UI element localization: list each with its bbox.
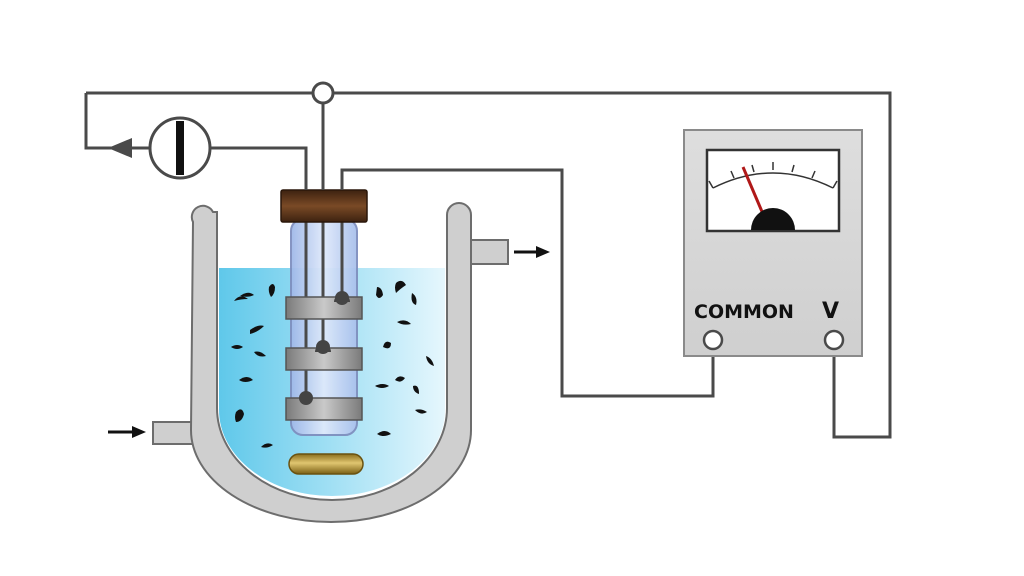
outlet-port — [467, 239, 509, 265]
voltmeter: COMMON V — [683, 129, 863, 357]
electrode-ring-bottom — [285, 397, 363, 421]
suspended-particles — [231, 280, 434, 448]
left-loop-wire — [84, 93, 150, 150]
v-label: V — [822, 299, 839, 324]
contact-bottom — [299, 391, 313, 405]
contact-middle — [316, 340, 330, 354]
stopper — [280, 189, 368, 223]
vessel-jacket — [189, 202, 472, 523]
meter-scale — [712, 172, 834, 189]
electrode-assembly — [280, 104, 368, 436]
common-label: COMMON — [694, 301, 794, 323]
current-source-icon — [148, 116, 212, 180]
v-terminal — [823, 329, 845, 351]
arrow-right-icon — [514, 246, 550, 258]
top-wire — [86, 91, 892, 439]
arrow-left-icon — [108, 138, 132, 158]
meter-needle — [741, 166, 765, 215]
electrode-ring-top — [285, 296, 363, 320]
meter-pivot — [751, 208, 795, 230]
stir-bar — [288, 453, 364, 475]
junction-node — [311, 81, 335, 105]
common-terminal — [702, 329, 724, 351]
arrow-right-icon — [108, 426, 146, 438]
